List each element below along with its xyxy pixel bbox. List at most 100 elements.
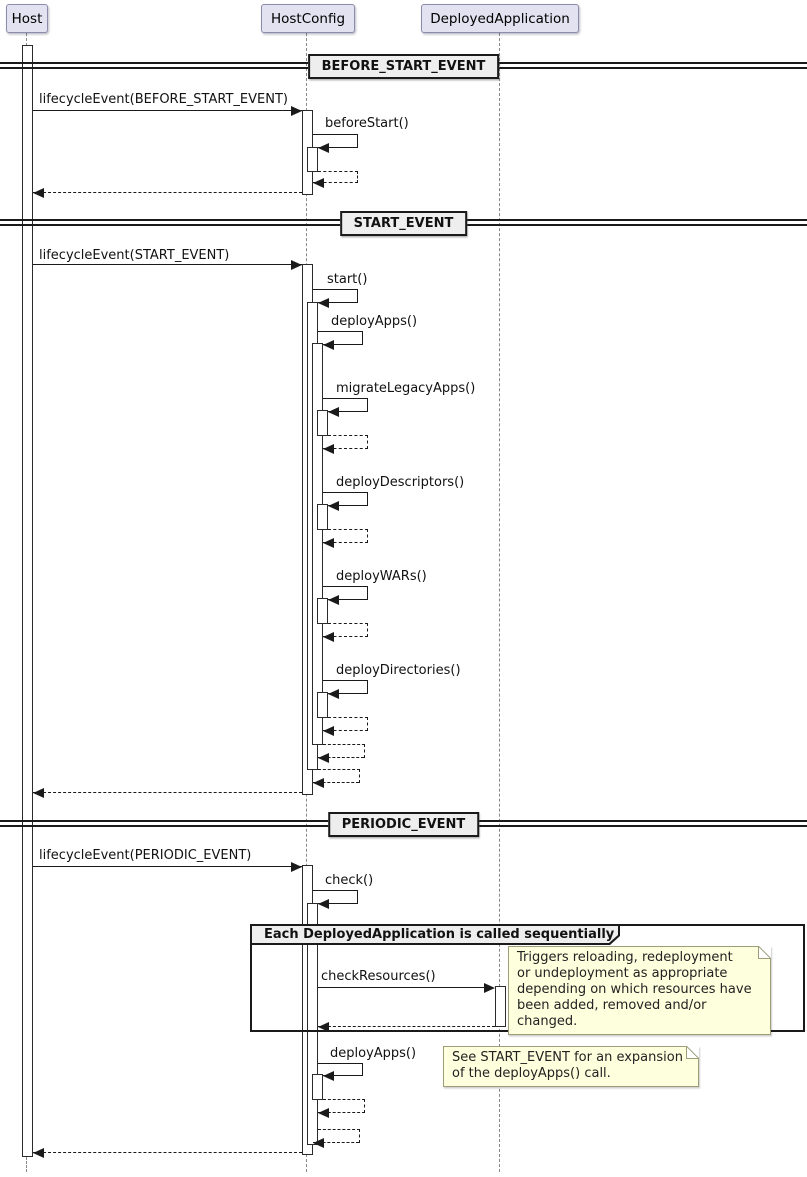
arrowhead-left xyxy=(33,188,44,198)
self-return-bottom xyxy=(323,542,368,543)
divider-before-start-event: BEFORE_START_EVENT xyxy=(307,54,500,79)
arrowhead-left xyxy=(33,1148,44,1158)
divider-periodic-event: PERIODIC_EVENT xyxy=(327,812,480,837)
self-call-bottom xyxy=(328,599,368,600)
arrowhead-left xyxy=(318,1108,329,1118)
self-call-bottom xyxy=(323,1075,363,1076)
arrowhead-left xyxy=(318,899,329,909)
self-return-bottom xyxy=(313,1142,359,1143)
self-call-side xyxy=(362,331,363,345)
self-return-bottom xyxy=(323,636,368,637)
self-return-top xyxy=(328,717,368,718)
self-return-bottom xyxy=(323,448,368,449)
activation-check xyxy=(307,903,318,1145)
lifeline-host-top xyxy=(26,33,27,46)
message-label-lifecycle-periodic: lifecycleEvent(PERIODIC_EVENT) xyxy=(39,848,252,863)
participant-hostconfig: HostConfig xyxy=(261,4,355,33)
message-label-checkresources: checkResources() xyxy=(321,969,436,984)
message-label-start: start() xyxy=(327,272,368,287)
message-line xyxy=(33,264,302,265)
activation-deploydescriptors xyxy=(317,504,328,530)
activation-migratelegacyapps xyxy=(317,410,328,436)
self-return-side xyxy=(364,1099,365,1113)
arrowhead-left xyxy=(323,1071,334,1081)
arrowhead-right xyxy=(291,862,302,872)
activation-deployedapplication xyxy=(495,986,506,1027)
self-call-top xyxy=(323,398,368,399)
message-label-lifecycle-before-start: lifecycleEvent(BEFORE_START_EVENT) xyxy=(39,92,288,107)
self-call-bottom xyxy=(328,505,368,506)
self-return-bottom xyxy=(323,730,368,731)
self-call-bottom xyxy=(328,411,368,412)
self-return-top xyxy=(328,529,368,530)
arrowhead-left xyxy=(323,340,334,350)
self-return-top xyxy=(318,769,360,770)
arrowhead-left xyxy=(328,689,339,699)
self-return-side xyxy=(357,171,358,183)
participant-host: Host xyxy=(6,4,48,33)
arrowhead-left xyxy=(318,1022,329,1032)
return-line xyxy=(318,1026,495,1027)
arrowhead-left xyxy=(328,501,339,511)
note-fold-corner-icon xyxy=(758,946,771,959)
group-title: Each DeployedApplication is called seque… xyxy=(250,924,620,945)
self-return-top xyxy=(318,1129,360,1130)
self-call-top xyxy=(323,680,368,681)
participant-deployedapplication: DeployedApplication xyxy=(421,4,579,33)
activation-deploydirectories xyxy=(317,692,328,718)
self-return-top xyxy=(323,744,365,745)
message-label-migratelegacyapps: migrateLegacyApps() xyxy=(336,381,476,396)
arrowhead-left xyxy=(318,298,329,308)
activation-deployapps xyxy=(312,343,323,745)
self-call-top xyxy=(323,586,368,587)
activation-deployapps-periodic xyxy=(312,1074,323,1100)
self-call-side xyxy=(367,398,368,412)
message-label-deployapps-periodic: deployApps() xyxy=(330,1046,417,1061)
self-call-top xyxy=(313,134,358,135)
return-line-to-host xyxy=(33,192,302,193)
self-return-top xyxy=(328,623,368,624)
self-call-top xyxy=(323,492,368,493)
self-call-side xyxy=(367,586,368,600)
self-call-side xyxy=(357,890,358,904)
message-label-deploydescriptors: deployDescriptors() xyxy=(336,475,465,490)
self-call-side xyxy=(357,134,358,148)
self-call-bottom xyxy=(318,903,358,904)
note-deploy-apps: See START_EVENT for an expansion of the … xyxy=(443,1046,699,1087)
message-label-deployapps: deployApps() xyxy=(331,314,418,329)
activation-deploywars xyxy=(317,598,328,624)
message-label-beforestart: beforeStart() xyxy=(325,116,409,131)
self-return-side xyxy=(359,769,360,783)
self-call-top xyxy=(318,331,363,332)
lifeline-host-bottom xyxy=(26,1157,27,1172)
arrowhead-left xyxy=(328,407,339,417)
self-call-side xyxy=(357,289,358,303)
self-return-top xyxy=(323,1099,365,1100)
self-return-top xyxy=(328,435,368,436)
group-frame: Each DeployedApplication is called seque… xyxy=(250,924,805,1032)
arrowhead-left xyxy=(318,143,329,153)
self-call-bottom xyxy=(318,147,358,148)
arrowhead-right xyxy=(291,260,302,270)
self-return-top xyxy=(318,171,358,172)
self-return-side xyxy=(367,435,368,449)
message-label-deploydirectories: deployDirectories() xyxy=(336,663,461,678)
arrowhead-left xyxy=(323,632,334,642)
self-call-side xyxy=(362,1063,363,1076)
self-return-bottom xyxy=(318,757,364,758)
self-return-bottom xyxy=(313,182,358,183)
self-call-bottom xyxy=(323,344,363,345)
arrowhead-left xyxy=(313,778,324,788)
self-return-side xyxy=(359,1129,360,1143)
self-return-side xyxy=(364,744,365,758)
message-line xyxy=(318,987,484,988)
self-call-side xyxy=(367,680,368,694)
message-label-check: check() xyxy=(325,873,374,888)
arrowhead-right xyxy=(291,106,302,116)
group-title-label: Each DeployedApplication is called seque… xyxy=(252,926,618,943)
return-line-to-host xyxy=(33,792,302,793)
message-line xyxy=(33,866,302,867)
message-line xyxy=(33,110,302,111)
self-return-side xyxy=(367,529,368,543)
